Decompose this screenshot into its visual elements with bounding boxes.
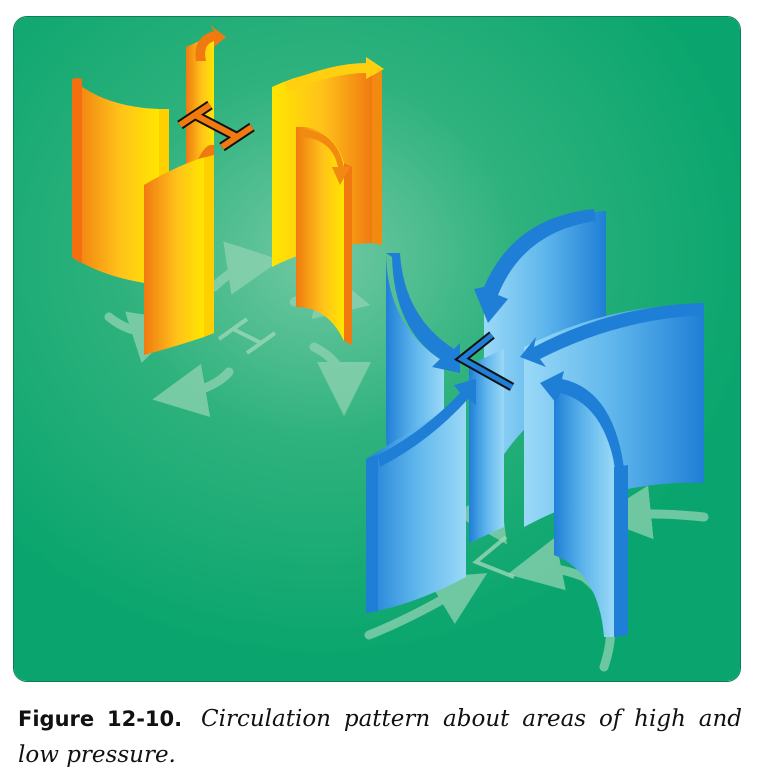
low-front-right-arrow — [540, 371, 626, 489]
low-back-left-arrow — [386, 253, 460, 373]
high-top-arrow — [195, 25, 226, 61]
high-wall-left — [72, 79, 159, 285]
high-front-right-arrow — [299, 129, 350, 185]
figure-panel: H — [13, 16, 741, 682]
low-wall-front-right — [554, 377, 614, 637]
high-right-top-arrow — [284, 57, 384, 91]
low-pressure-label: L — [14, 17, 515, 391]
low-back-top-arrow — [474, 209, 596, 323]
high-wall-front-right — [296, 126, 344, 342]
low-pressure-letter: L — [14, 17, 15, 18]
low-right-top-arrow — [520, 303, 704, 367]
figure-caption-text: Circulation pattern about areas of high … — [18, 706, 743, 768]
ghost-high-letter — [217, 317, 277, 355]
high-wall-front-left-face — [204, 153, 214, 337]
high-pressure-letter: H — [14, 17, 15, 18]
low-column-center — [469, 349, 504, 543]
low-wall-front-right-face — [614, 465, 628, 637]
high-pressure-label: H — [14, 17, 255, 152]
ghost-low-letter — [472, 535, 515, 579]
low-pressure-system: L — [14, 17, 704, 637]
high-pressure-system: H — [14, 17, 384, 355]
figure-caption: Figure 12-10. Circulation pattern about … — [18, 701, 742, 773]
high-wall-front-right-face — [344, 163, 352, 345]
high-wall-left-edge — [72, 78, 82, 263]
low-wall-front-left-edge — [366, 455, 378, 613]
pressure-circulation-diagram: H — [14, 17, 740, 681]
high-wall-right-face — [372, 67, 382, 245]
high-front-left-arrow — [198, 145, 214, 159]
low-front-left-arrow — [378, 379, 476, 467]
high-wall-front-left — [144, 157, 204, 355]
figure-number: Figure 12-10. — [18, 707, 183, 731]
